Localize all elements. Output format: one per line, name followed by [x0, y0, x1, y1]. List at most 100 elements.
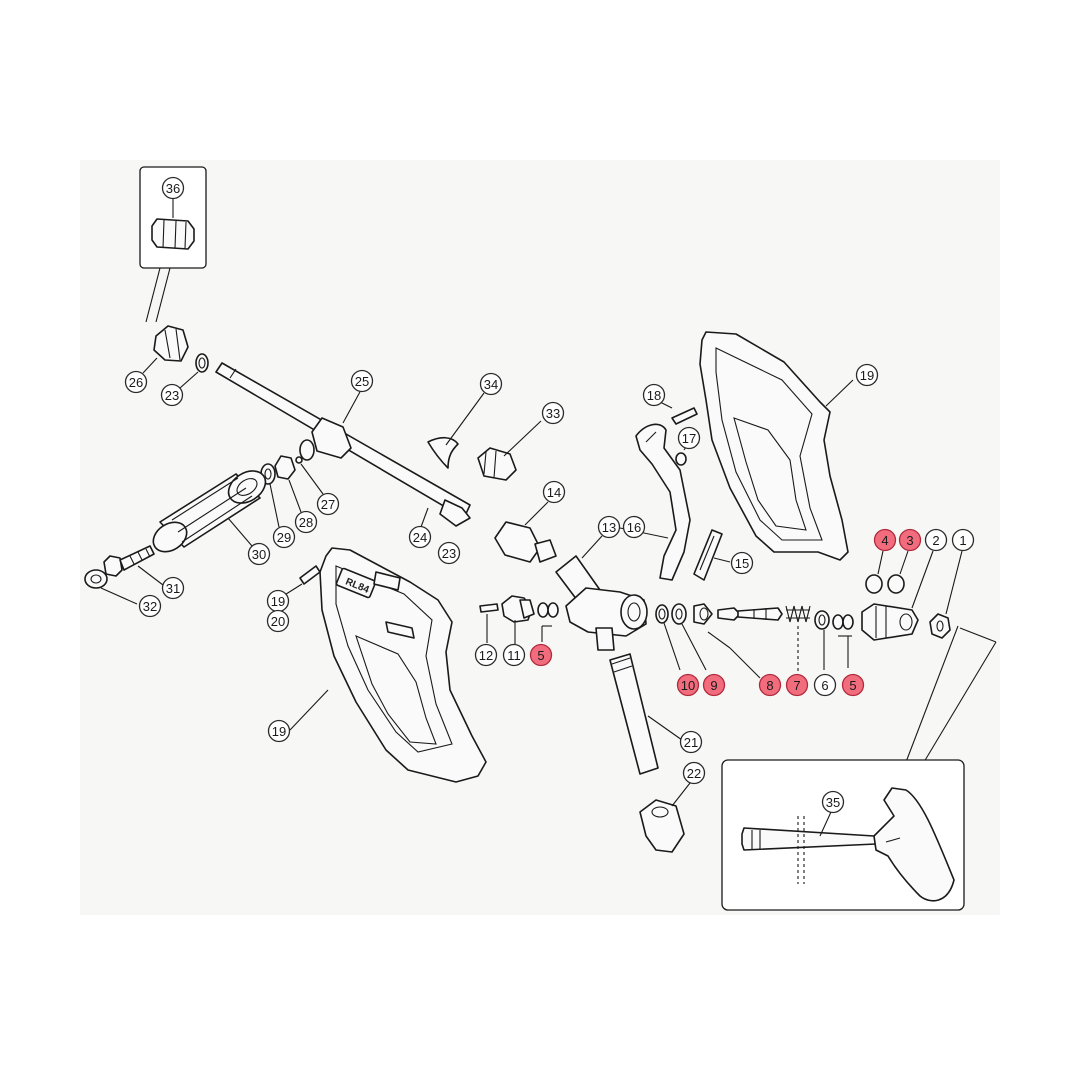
small-parts-27-28-29 [260, 455, 324, 528]
callout-29: 29 [272, 525, 296, 549]
callout-label: 17 [682, 431, 696, 446]
bushing-9 [693, 603, 713, 625]
callout-label: 22 [687, 766, 701, 781]
o-ring-5-left [537, 602, 559, 642]
callout-28: 28 [294, 510, 318, 534]
callout-label: 33 [546, 406, 560, 421]
callout-circle [247, 542, 271, 566]
callout-label: 23 [442, 546, 456, 561]
callout-circle [437, 541, 461, 565]
callout-label: 5 [537, 648, 544, 663]
callout-20: 20 [266, 609, 290, 633]
seal-6 [814, 610, 830, 670]
callout-23: 23 [160, 383, 184, 407]
nut-22 [639, 782, 691, 853]
bolt-31 [103, 545, 164, 586]
callout-circle [813, 673, 837, 697]
callout-12: 12 [474, 643, 498, 667]
callout-label: 18 [647, 388, 661, 403]
callout-circle [622, 515, 646, 539]
callout-circle [642, 383, 666, 407]
callout-label: 25 [355, 374, 369, 389]
callout-circle [474, 643, 498, 667]
callout-label: 19 [272, 724, 286, 739]
callout-circle [682, 761, 706, 785]
callout-circle [161, 576, 185, 600]
inset-part-35 [721, 759, 965, 911]
callout-label: 24 [413, 530, 427, 545]
callout-label: 28 [299, 515, 313, 530]
callout-circle [267, 719, 291, 743]
valve-body-13 [555, 535, 648, 651]
callout-label: 20 [271, 614, 285, 629]
callout-15: 15 [730, 551, 754, 575]
leader-inset-right-a [959, 627, 997, 643]
callout-circle [841, 673, 865, 697]
callout-label: 7 [793, 678, 800, 693]
nozzle-tip-1 [929, 550, 963, 639]
pin-17 [675, 446, 687, 466]
callout-label: 35 [826, 795, 840, 810]
callout-label: 15 [735, 556, 749, 571]
callout-circle [821, 790, 845, 814]
callout-11: 11 [502, 643, 526, 667]
callout-23: 23 [437, 541, 461, 565]
nozzle-housing-2 [861, 550, 934, 641]
callout-26: 26 [124, 370, 148, 394]
callout-label: 2 [932, 533, 939, 548]
callout-label: 34 [484, 377, 498, 392]
callout-label: 32 [143, 599, 157, 614]
callout-circle [898, 528, 922, 552]
handle-half-left-19: RL84 [289, 547, 487, 783]
screw-20 [282, 565, 321, 597]
callout-label: 16 [627, 520, 641, 535]
callout-label: 19 [271, 594, 285, 609]
callout-circle [730, 551, 754, 575]
grip-sleeve-30 [152, 470, 267, 553]
callout-3: 3 [898, 528, 922, 552]
clip-34 [427, 392, 485, 469]
inset-part-36 [139, 166, 207, 323]
callout-circle [124, 370, 148, 394]
callout-circle [855, 363, 879, 387]
callout-label: 30 [252, 547, 266, 562]
callout-circle [529, 643, 553, 667]
callout-19: 19 [855, 363, 879, 387]
hex-nut-26 [142, 325, 189, 374]
callout-label: 27 [321, 497, 335, 512]
callout-circle [679, 730, 703, 754]
callout-circle [316, 492, 340, 516]
callout-label: 1 [959, 533, 966, 548]
callout-circle [502, 643, 526, 667]
seal-9 [671, 603, 707, 671]
pin-18 [659, 401, 698, 425]
callout-8: 8 [758, 673, 782, 697]
callout-label: 11 [507, 648, 521, 663]
callout-label: 8 [766, 678, 773, 693]
callout-5: 5 [841, 673, 865, 697]
callout-21: 21 [679, 730, 703, 754]
fitting-33 [477, 420, 542, 481]
callout-19: 19 [266, 589, 290, 613]
extension-tube-21 [609, 653, 683, 775]
callout-label: 6 [821, 678, 828, 693]
callout-5: 5 [529, 643, 553, 667]
callout-circle [266, 609, 290, 633]
leader-inset-right-b [923, 641, 997, 763]
callout-circle [924, 528, 948, 552]
seal-10 [655, 604, 681, 671]
callout-circle [758, 673, 782, 697]
callout-circle [677, 426, 701, 450]
callout-32: 32 [138, 594, 162, 618]
callout-circle [702, 673, 726, 697]
callout-label: 5 [849, 678, 856, 693]
callout-label: 19 [860, 368, 874, 383]
callout-label: 13 [602, 520, 616, 535]
callout-circle [951, 528, 975, 552]
callout-label: 4 [881, 533, 888, 548]
callout-circle [408, 525, 432, 549]
callout-label: 31 [166, 581, 180, 596]
